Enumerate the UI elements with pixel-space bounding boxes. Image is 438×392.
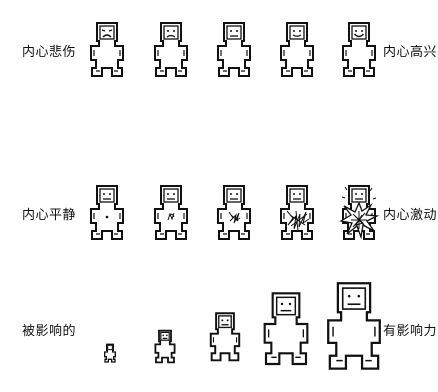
sam-figure-arousal-3 <box>216 185 252 245</box>
sam-figure-calm-dot-icon <box>90 185 124 240</box>
arousal-right-label: 内心激动 <box>383 208 438 223</box>
sam-figure-size-4-icon <box>263 292 309 366</box>
sam-figure-valence-3 <box>216 22 252 82</box>
sam-figure-size-1-icon <box>104 343 116 363</box>
sam-figure-size-5-icon <box>327 282 381 370</box>
sam-figure-large-scribble-icon <box>280 185 314 240</box>
sam-figure-explosion-icon <box>339 185 380 240</box>
sam-figure-medium-scribble-icon <box>217 185 251 240</box>
sam-figure-dominance-5 <box>325 280 383 380</box>
sam-figure-size-3-icon <box>209 312 241 362</box>
dominance-right-label: 有影响力 <box>383 324 438 339</box>
sam-figure-arousal-4 <box>279 185 315 245</box>
valence-left-label: 内心悲伤 <box>22 45 77 60</box>
valence-right-label: 内心高兴 <box>383 45 438 60</box>
sam-figure-dominance-4 <box>262 292 310 372</box>
sam-figure-neutral-icon <box>217 22 251 77</box>
sam-figure-size-2-icon <box>154 329 176 364</box>
sam-figure-arousal-5 <box>339 185 380 245</box>
sam-figure-very-sad-icon <box>90 22 124 77</box>
sam-figure-valence-5 <box>341 22 377 82</box>
sam-figure-slight-smile-icon <box>280 22 314 77</box>
sam-figure-arousal-1 <box>89 185 125 245</box>
sam-figure-dominance-2 <box>154 329 176 366</box>
dominance-left-label: 被影响的 <box>22 324 77 339</box>
sam-figure-valence-4 <box>279 22 315 82</box>
sam-figure-valence-1 <box>89 22 125 82</box>
sam-figure-small-scribble-icon <box>154 185 188 240</box>
arousal-left-label: 内心平静 <box>22 208 77 223</box>
sam-figure-happy-icon <box>342 22 376 77</box>
sam-figure-arousal-2 <box>153 185 189 245</box>
sam-figure-valence-2 <box>153 22 189 82</box>
sam-figure-dominance-3 <box>209 312 241 366</box>
sam-figure-sad-icon <box>154 22 188 77</box>
sam-figure-dominance-1 <box>103 343 117 364</box>
